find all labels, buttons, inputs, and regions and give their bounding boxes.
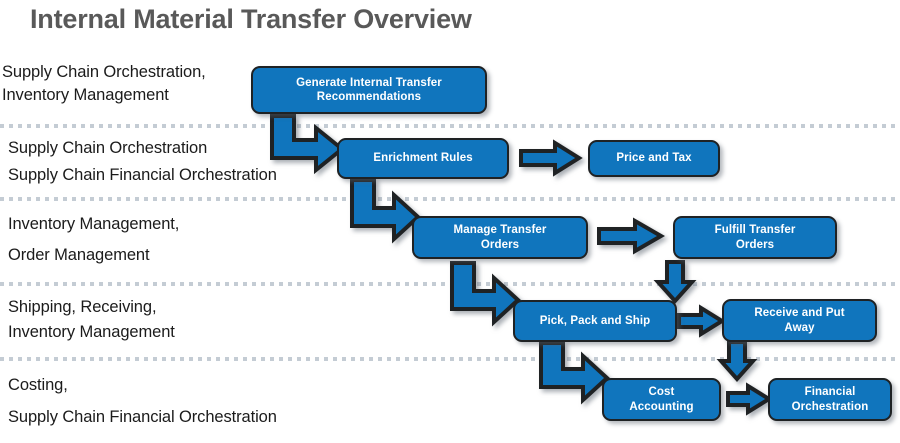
- connector-elbow-generate-to-enrichment: [264, 114, 346, 175]
- node-fulfill-transfer-orders[interactable]: Fulfill Transfer Orders: [673, 216, 837, 259]
- node-manage-transfer-orders[interactable]: Manage Transfer Orders: [412, 216, 588, 259]
- lane-label-line: Inventory Management,: [8, 215, 180, 233]
- connector-arrow-fulfill-to-receive-put-away: [653, 260, 697, 304]
- lane-separator-4: [0, 357, 900, 361]
- node-pick-pack-and-ship[interactable]: Pick, Pack and Ship: [513, 300, 677, 342]
- node-label-line: Generate Internal Transfer: [296, 76, 442, 89]
- node-label-line: Orchestration: [791, 400, 869, 413]
- node-label-line: Receive and Put: [754, 307, 845, 320]
- connector-arrow-pick-pack-ship-to-receive: [677, 304, 726, 338]
- lane-label-inventory-order-management: Inventory Management, Order Management: [8, 209, 179, 272]
- node-label-line: Financial: [804, 386, 856, 399]
- node-generate-internal-transfer-recommendations[interactable]: Generate Internal Transfer Recommendatio…: [251, 66, 487, 114]
- node-label-line: Accounting: [629, 400, 694, 413]
- page-title: Internal Material Transfer Overview: [30, 4, 472, 34]
- lane-label-line: Supply Chain Financial Orchestration: [8, 408, 277, 427]
- node-label-line: Cost: [648, 386, 675, 399]
- connector-arrow-cost-accounting-to-financial-orchestration: [726, 382, 773, 416]
- node-cost-accounting[interactable]: Cost Accounting: [602, 378, 721, 421]
- lane-separator-2: [0, 197, 900, 201]
- node-label-line: Enrichment Rules: [373, 152, 473, 165]
- node-label-line: Away: [784, 321, 815, 334]
- lane-label-supply-chain-orchestration-inventory-management: Supply Chain Orchestration, Inventory Ma…: [2, 61, 206, 108]
- node-label-line: Price and Tax: [616, 152, 692, 165]
- node-label-line: Pick, Pack and Ship: [539, 314, 651, 327]
- node-price-and-tax[interactable]: Price and Tax: [588, 140, 720, 177]
- lane-label-line: Inventory Management: [8, 322, 175, 341]
- node-enrichment-rules[interactable]: Enrichment Rules: [337, 138, 509, 179]
- node-label-line: Manage Transfer: [453, 224, 547, 237]
- lane-label-line: Costing,: [8, 376, 68, 394]
- lane-label-supply-chain-orchestration-financial: Supply Chain Orchestration Supply Chain …: [8, 135, 277, 189]
- node-label-line: Recommendations: [316, 91, 422, 103]
- lane-label-shipping-receiving-inventory: Shipping, Receiving, Inventory Managemen…: [8, 295, 175, 345]
- node-financial-orchestration[interactable]: Financial Orchestration: [768, 378, 892, 421]
- connector-elbow-manage-to-pick-pack-ship: [444, 261, 522, 327]
- connector-arrow-manage-to-fulfill: [597, 217, 666, 255]
- lane-label-line: Order Management: [8, 246, 150, 265]
- connector-arrow-receive-to-cost-accounting: [716, 340, 758, 383]
- node-label-line: Orders: [480, 238, 520, 251]
- node-label-line: Fulfill Transfer: [714, 224, 796, 237]
- node-label-line: Orders: [735, 238, 775, 251]
- lane-label-costing-financial-orchestration: Costing, Supply Chain Financial Orchestr…: [8, 369, 277, 433]
- lane-label-line: Inventory Management: [2, 86, 169, 105]
- lane-label-line: Supply Chain Orchestration,: [2, 63, 206, 81]
- connector-arrow-enrichment-to-price-tax: [519, 139, 583, 177]
- lane-separator-1: [0, 124, 900, 128]
- lane-label-line: Supply Chain Orchestration: [8, 139, 208, 157]
- connector-elbow-pick-pack-ship-to-cost-accounting: [533, 341, 611, 405]
- lane-label-line: Shipping, Receiving,: [8, 298, 157, 316]
- connector-elbow-enrichment-to-manage-transfer-orders: [344, 178, 422, 244]
- node-receive-and-put-away[interactable]: Receive and Put Away: [722, 299, 877, 342]
- lane-label-line: Supply Chain Financial Orchestration: [8, 166, 277, 185]
